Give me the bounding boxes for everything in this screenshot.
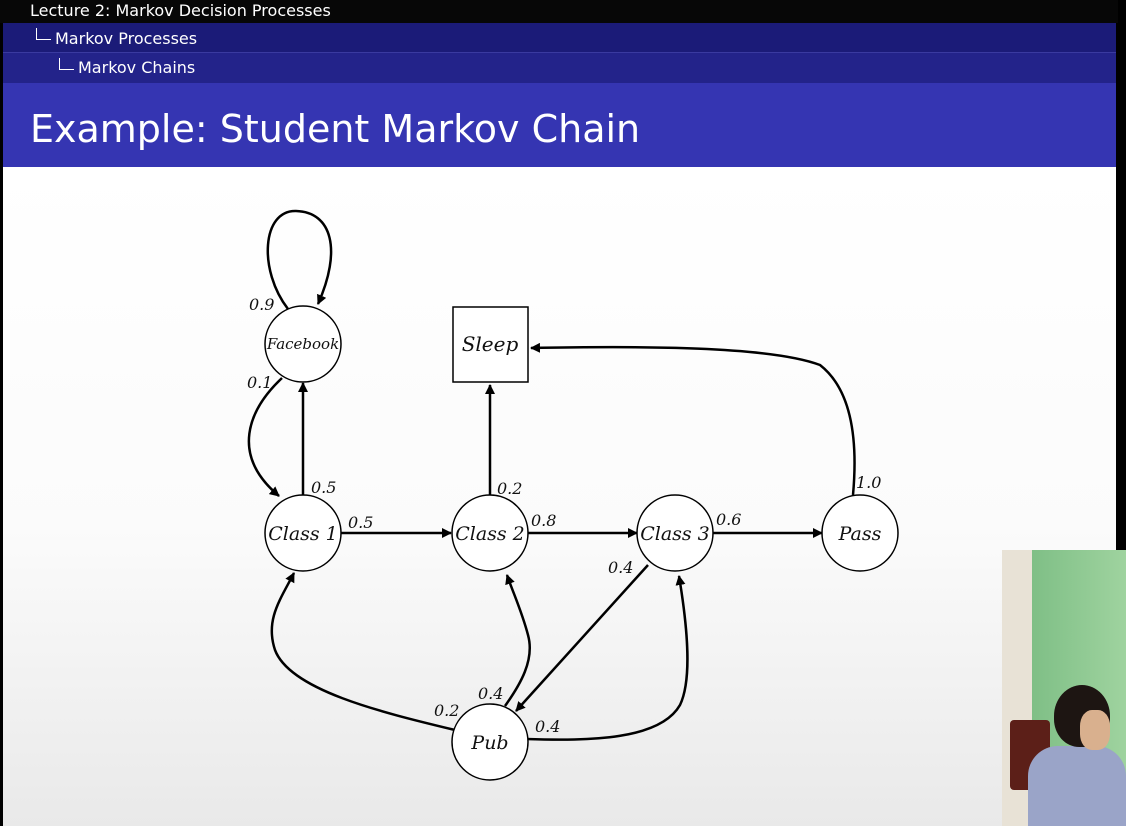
node-facebook: Facebook <box>264 305 342 383</box>
presenter-video <box>1002 550 1126 826</box>
node-sleep: Sleep <box>452 306 529 383</box>
edge-pub-class2 <box>503 574 531 707</box>
node-label: Class 2 <box>455 523 525 545</box>
node-label: Pub <box>470 732 508 754</box>
edge-label: 0.4 <box>478 684 503 703</box>
edge-class3-pub <box>515 564 649 712</box>
lecture-title: Lecture 2: Markov Decision Processes <box>30 1 331 20</box>
edge-label: 0.1 <box>247 373 272 392</box>
edge-pub-class3 <box>525 575 689 741</box>
node-pass: Pass <box>821 494 899 572</box>
edge-label: 0.2 <box>497 479 522 498</box>
edge-label: 0.5 <box>348 513 373 532</box>
lecture-header: Lecture 2: Markov Decision Processes <box>0 0 1118 23</box>
edge-facebook-class1 <box>247 377 283 497</box>
presenter-face <box>1080 710 1110 750</box>
slide-content: Facebook Sleep Class 1 Class 2 Class 3 P… <box>3 167 1116 826</box>
node-class2: Class 2 <box>451 494 529 572</box>
edge-label: 0.6 <box>716 510 741 529</box>
presenter-body <box>1028 746 1126 826</box>
slide-title-bar: Example: Student Markov Chain <box>3 83 1116 167</box>
subsection-title: Markov Chains <box>78 58 196 77</box>
section-header: Markov Processes <box>3 23 1116 53</box>
edge-label: 0.2 <box>434 701 459 720</box>
edge-pass-sleep <box>530 342 856 496</box>
node-class3: Class 3 <box>636 494 714 572</box>
node-label: Facebook <box>266 335 339 353</box>
edge-facebook-facebook <box>266 209 333 310</box>
edge-label: 0.8 <box>531 511 556 530</box>
node-pub: Pub <box>451 703 529 781</box>
subsection-header: Markov Chains <box>3 53 1116 83</box>
edge-label: 1.0 <box>856 473 881 492</box>
section-title: Markov Processes <box>55 29 198 48</box>
node-label: Sleep <box>462 332 519 356</box>
edge-label: 0.5 <box>311 478 336 497</box>
tree-branch-icon <box>36 28 51 40</box>
edge-label: 0.4 <box>535 717 560 736</box>
node-label: Pass <box>838 523 882 545</box>
node-class1: Class 1 <box>264 494 342 572</box>
tree-branch-icon <box>59 58 74 70</box>
edge-pub-class1 <box>270 572 456 732</box>
markov-chain-diagram: Facebook Sleep Class 1 Class 2 Class 3 P… <box>247 209 899 781</box>
slide-title: Example: Student Markov Chain <box>30 107 641 151</box>
node-label: Class 1 <box>268 523 338 545</box>
edge-label: 0.4 <box>608 558 633 577</box>
node-label: Class 3 <box>640 523 710 545</box>
edge-label: 0.9 <box>249 295 274 314</box>
